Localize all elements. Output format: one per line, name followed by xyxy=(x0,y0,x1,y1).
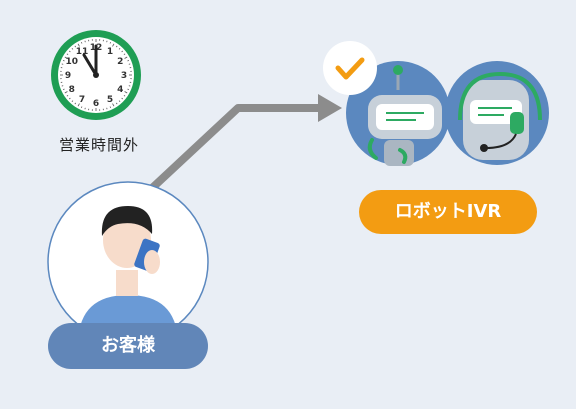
clock-tick xyxy=(118,47,121,50)
clock-tick xyxy=(71,47,74,50)
clock-tick xyxy=(64,56,68,59)
clock-numeral: 5 xyxy=(107,95,113,105)
after-hours-label: 営業時間外 xyxy=(58,136,139,154)
clock-numeral: 3 xyxy=(121,71,127,81)
clock-tick xyxy=(121,50,124,53)
check-icon xyxy=(323,41,377,95)
clock-numeral: 6 xyxy=(93,99,99,109)
clock-tick xyxy=(80,106,83,109)
clock-tick xyxy=(121,97,124,100)
clock-tick xyxy=(127,59,130,62)
clock-numeral: 1 xyxy=(107,47,113,57)
clock-tick xyxy=(124,56,128,59)
clock-numeral: 2 xyxy=(117,57,123,67)
clock-tick xyxy=(66,53,69,56)
robot-left-icon xyxy=(367,65,442,166)
clock-tick xyxy=(74,102,77,105)
clock-numeral: 9 xyxy=(65,71,71,81)
clock-numeral: 11 xyxy=(76,47,89,57)
clock-tick xyxy=(127,88,130,91)
clock-tick xyxy=(109,106,112,109)
clock-tick xyxy=(74,45,77,48)
clock-tick xyxy=(64,91,68,94)
clock-tick xyxy=(77,43,80,47)
clock-tick xyxy=(109,41,112,44)
robot-ivr-badge: ロボットIVR xyxy=(359,190,537,234)
clock-tick xyxy=(112,103,115,107)
clock-tick xyxy=(123,94,126,97)
clock-tick xyxy=(66,94,69,97)
clock-tick xyxy=(77,103,80,107)
clock-tick xyxy=(62,59,65,62)
robot-right-icon xyxy=(458,71,542,160)
clock-numeral: 4 xyxy=(117,85,123,95)
clock-tick xyxy=(68,50,71,53)
customer-illustration xyxy=(47,181,209,343)
clock-tick xyxy=(71,100,74,103)
clock-tick xyxy=(123,53,126,56)
clock-tick xyxy=(112,43,115,47)
clock-numeral: 7 xyxy=(79,95,85,105)
routing-arrow xyxy=(147,94,342,193)
clock-tick xyxy=(118,100,121,103)
customer-badge: お客様 xyxy=(48,323,208,369)
clock-tick xyxy=(115,102,118,105)
clock-icon: 121234567891011 xyxy=(51,30,141,120)
clock-tick xyxy=(115,45,118,48)
clock-tick xyxy=(68,97,71,100)
clock-tick xyxy=(124,91,128,94)
clock-tick xyxy=(62,88,65,91)
robot-illustration xyxy=(323,41,549,166)
clock-tick xyxy=(80,41,83,44)
clock-numeral: 10 xyxy=(65,57,78,67)
clock-numeral: 8 xyxy=(69,85,75,95)
